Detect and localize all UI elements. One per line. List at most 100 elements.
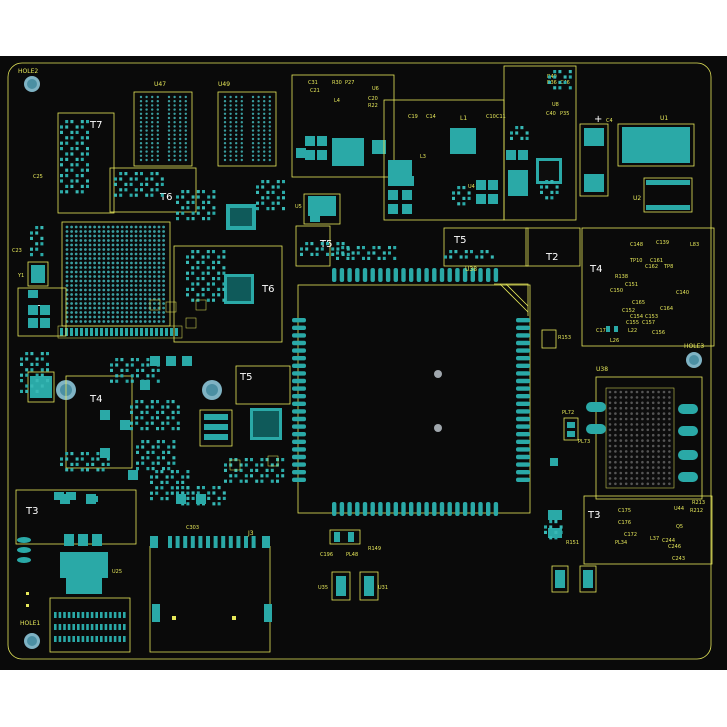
part-label: L4 xyxy=(334,98,340,104)
hole-label: HOLE3 xyxy=(684,343,704,350)
qfp-pads-bottom xyxy=(332,502,499,516)
bga-ball-grid xyxy=(65,225,166,323)
part-label: C164 xyxy=(660,306,673,312)
memory-ball-grid xyxy=(223,95,271,162)
part-label: C150 xyxy=(610,288,623,294)
region-label: T6 xyxy=(261,284,274,295)
part-label: L37 xyxy=(650,536,659,542)
part-label: J3 xyxy=(247,530,254,537)
memory-chip-u47: U47 xyxy=(133,81,193,167)
polarity-mark: + xyxy=(594,114,602,125)
bga-bottom-pads xyxy=(60,328,178,336)
mounting-hole-right: HOLE3 xyxy=(684,343,704,368)
chip-label: U1 xyxy=(660,115,668,122)
bga-ball-grid xyxy=(608,390,671,486)
part-label: P27 xyxy=(345,80,354,86)
part-label: PL34 xyxy=(615,540,627,546)
part-label: C172 xyxy=(624,532,637,538)
part-label: C14 xyxy=(426,114,436,120)
region-label: T7 xyxy=(89,120,102,131)
large-pads-right xyxy=(678,404,698,482)
chip-label: U38 xyxy=(596,366,608,373)
qfp-pads-left xyxy=(292,318,306,482)
connector-j3: J3 xyxy=(149,530,272,653)
bottom-left-resistor-array xyxy=(49,597,131,653)
region-t6-center: T6 xyxy=(173,245,283,343)
part-label: R149 xyxy=(368,546,381,552)
bga-chip-left xyxy=(57,221,183,339)
part-label: U35 xyxy=(318,585,328,591)
part-label: U4 xyxy=(468,184,475,190)
part-label: TP10 xyxy=(629,258,642,264)
part-label: C154 xyxy=(630,314,643,320)
part-label: L83 xyxy=(690,242,699,248)
chip-u18 xyxy=(199,409,233,447)
part-label: C196 xyxy=(320,552,333,558)
large-pads-left xyxy=(586,402,606,434)
region-label: T4 xyxy=(89,394,102,405)
mounting-hole-center xyxy=(202,380,222,400)
part-label: R36 xyxy=(547,80,557,86)
bga-chip-right: U38 xyxy=(586,366,703,500)
board-outline xyxy=(7,62,712,660)
part-label: C10 xyxy=(486,114,496,120)
region-t3-right: T3 C175 C176 C172 PL34 U44 R213 R212 Q5 … xyxy=(583,495,713,565)
part-label: C11 xyxy=(496,114,506,120)
part-label: U44 xyxy=(674,506,684,512)
region-t5-top: T5 xyxy=(295,225,332,267)
part-label: R212 xyxy=(690,508,703,514)
part-label: C4 xyxy=(606,118,613,124)
capacitor-c4: + C4 xyxy=(579,114,613,197)
part-label: C31 xyxy=(308,80,318,86)
hole-label: HOLE2 xyxy=(18,68,38,75)
part-label: C21 xyxy=(310,88,320,94)
part-label: R22 xyxy=(368,103,378,109)
part-label: C153 xyxy=(645,314,658,320)
part-label: C20 xyxy=(368,96,378,102)
region-label: T4 xyxy=(589,264,602,275)
parts-pl72: PL72 PL73 xyxy=(550,410,590,466)
chip-u8-area: R40 R36 C46 U8 C40 P35 xyxy=(503,65,577,221)
part-label: L26 xyxy=(610,338,619,344)
part-label: C161 xyxy=(650,258,663,264)
part-label: C155 xyxy=(626,320,639,326)
region-label: T2 xyxy=(545,252,558,263)
region-label: T2 xyxy=(33,304,46,315)
part-label: C246 xyxy=(668,544,681,550)
part-label: U25 xyxy=(112,569,122,575)
chip-label: U47 xyxy=(154,81,166,88)
part-label: U5 xyxy=(295,204,302,210)
main-qfp-chip: U38 xyxy=(292,266,531,516)
part-label: C178 xyxy=(596,328,609,334)
memory-chip-u49: U49 xyxy=(217,81,277,167)
region-t4-right: T4 C148 C139 L83 TP10 C161 C162 TP8 R138… xyxy=(581,227,715,347)
diode-u31: U31 xyxy=(359,571,388,601)
part-label: C175 xyxy=(618,508,631,514)
chip-label: U2 xyxy=(633,195,641,202)
qfp-pads-top xyxy=(332,268,499,282)
part-label: C157 xyxy=(642,320,655,326)
diode-u33 xyxy=(551,565,597,593)
region-t5-right: T5 xyxy=(443,227,529,267)
memory-ball-grid xyxy=(139,95,187,162)
part-label: R40 xyxy=(547,74,557,80)
region-label: T3 xyxy=(587,510,600,521)
region-t2-right: T2 xyxy=(525,227,581,267)
part-label: U6 xyxy=(372,86,379,92)
hole-label: HOLE1 xyxy=(20,620,40,627)
chip-u25: U25 xyxy=(17,534,122,607)
part-label: PL73 xyxy=(578,439,590,445)
region-label: T3 xyxy=(25,506,38,517)
part-label: Y1 xyxy=(17,273,24,279)
region-label: T5 xyxy=(319,239,332,250)
part-label: R138 xyxy=(615,274,628,280)
part-label: R151 xyxy=(566,540,579,546)
mounting-hole-bottom-left: HOLE1 xyxy=(20,620,40,649)
power-chip-u1: U1 xyxy=(617,115,695,167)
part-label: L3 xyxy=(420,154,426,160)
part-label: C162 xyxy=(645,264,658,270)
region-t7: T7 xyxy=(57,112,115,214)
part-label: PL72 xyxy=(562,410,574,416)
part-label: TP8 xyxy=(663,264,673,270)
